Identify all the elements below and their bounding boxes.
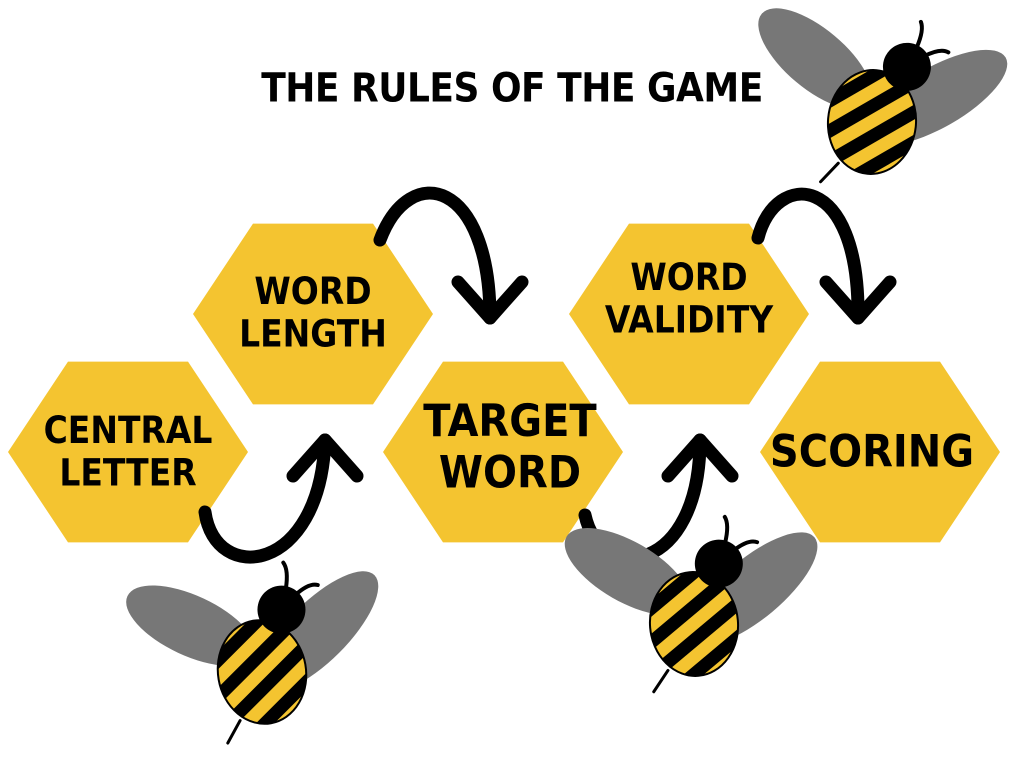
arrow-head-icon (286, 433, 364, 483)
step-label-line: SCORING (769, 426, 975, 478)
step-label-word-length: WORD LENGTH (203, 269, 423, 356)
step-label-line: VALIDITY (604, 297, 774, 342)
step-label-line: WORD (438, 447, 582, 499)
step-label-line: WORD (254, 269, 372, 314)
curved-arrow-icon (751, 187, 897, 325)
arrow-length-to-target (373, 186, 497, 325)
page-title: THE RULES OF THE GAME (261, 65, 763, 112)
arrow-head-icon (451, 275, 529, 325)
step-label-line: WORD (630, 255, 748, 300)
bee-icon (106, 526, 419, 768)
hexagon-target-word (383, 361, 623, 543)
arrow-head-icon (661, 433, 739, 483)
step-label-line: LETTER (59, 450, 197, 495)
step-label-scoring: SCORING (762, 426, 982, 478)
curved-arrow-icon (198, 433, 364, 564)
step-label-line: LENGTH (239, 311, 387, 356)
hexagon-word-validity (569, 223, 809, 405)
step-label-central-letter: CENTRAL LETTER (18, 408, 238, 495)
step-label-target-word: TARGET WORD (400, 395, 620, 498)
step-label-line: CENTRAL (43, 408, 213, 453)
step-label-line: TARGET (423, 395, 597, 447)
hexagon-scoring (760, 361, 1000, 543)
arrow-validity-to-scoring (751, 187, 865, 325)
step-label-word-validity: WORD VALIDITY (579, 255, 799, 342)
hexagon-word-length (193, 223, 433, 405)
hexagon-layer (8, 223, 1000, 543)
curved-arrow-icon (373, 186, 529, 325)
arrow-central-to-length (198, 433, 332, 564)
hexagon-central-letter (8, 361, 248, 543)
arrow-head-icon (819, 275, 897, 325)
